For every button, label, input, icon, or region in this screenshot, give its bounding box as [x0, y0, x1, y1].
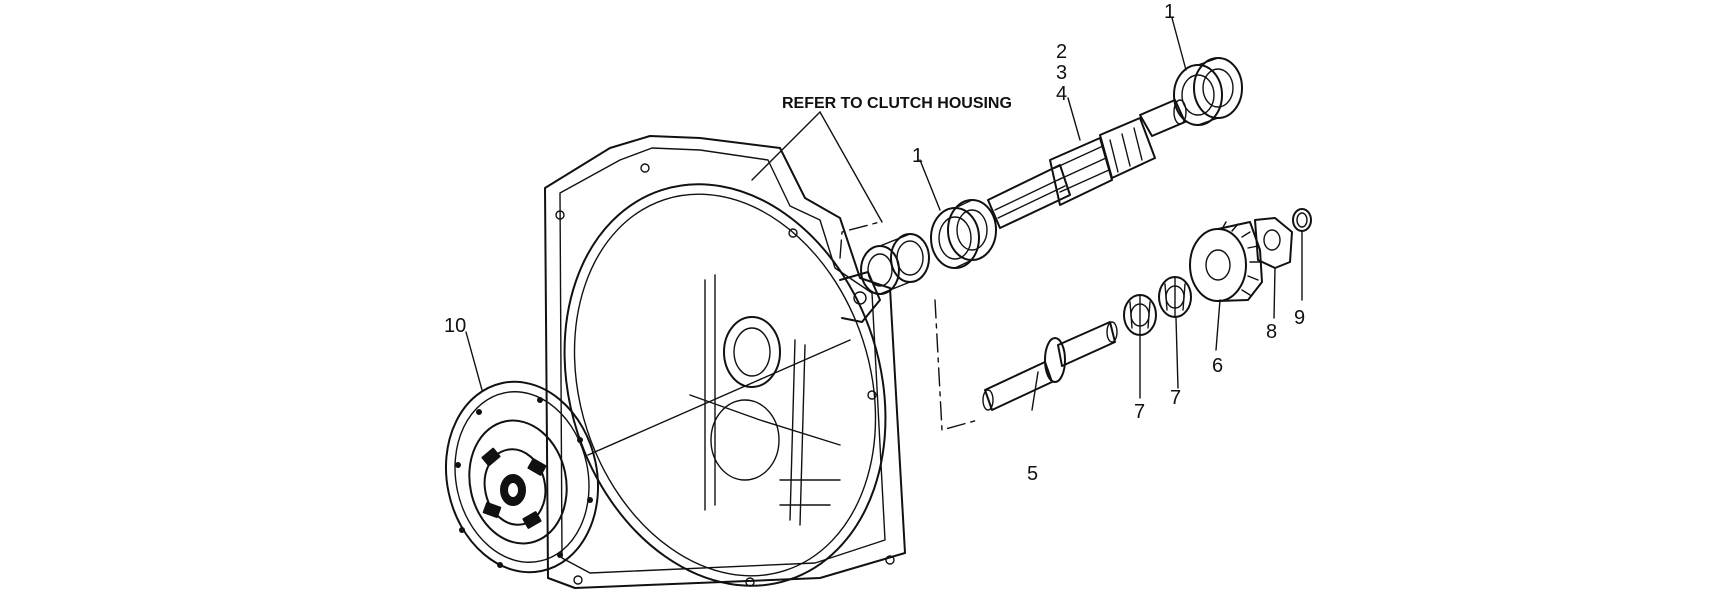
- alignment-line-lower: [934, 299, 979, 431]
- callout-part-7-b: 7: [1170, 387, 1181, 409]
- needle-bearing-a: [1123, 294, 1157, 336]
- callout-part-6: 6: [1212, 355, 1223, 377]
- bearing-top: [1173, 57, 1243, 126]
- alignment-line: [839, 221, 881, 259]
- callout-part-1-bearing: 1: [912, 145, 923, 167]
- clutch-housing: [544, 135, 906, 589]
- bearing-lower: [930, 199, 997, 269]
- callout-part-9: 9: [1294, 307, 1305, 329]
- snap-ring: [1292, 208, 1312, 232]
- clutch-disc: [444, 380, 600, 574]
- thrust-washer: [1254, 217, 1293, 269]
- counter-gear: [1189, 221, 1263, 302]
- callout-part-8: 8: [1266, 321, 1277, 343]
- pinion-shaft: [987, 99, 1187, 229]
- callout-part-5: 5: [1027, 463, 1038, 485]
- callout-part-4: 4: [1056, 83, 1067, 105]
- callout-part-3: 3: [1056, 62, 1067, 84]
- callout-part-7-a: 7: [1134, 401, 1145, 423]
- countershaft: [982, 321, 1118, 411]
- leader-lines: [465, 17, 1303, 411]
- callout-part-1-top: 1: [1164, 1, 1175, 23]
- note-refer-to-clutch-housing: REFER TO CLUTCH HOUSING: [782, 95, 1012, 112]
- seal-ring-set: [860, 233, 930, 295]
- needle-bearing-b: [1158, 276, 1192, 318]
- callout-part-2: 2: [1056, 41, 1067, 63]
- disc-centerline: [587, 339, 851, 456]
- callout-part-10: 10: [444, 315, 466, 337]
